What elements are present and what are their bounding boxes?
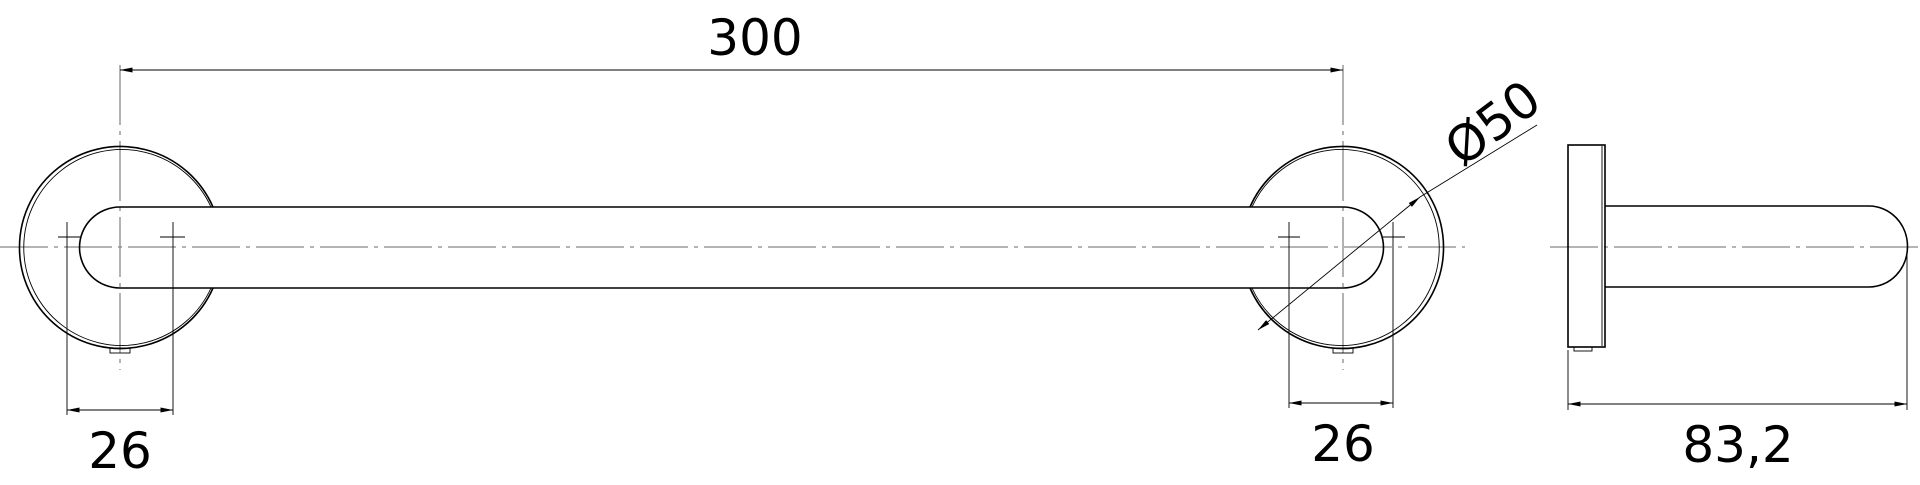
side-view [1567,144,1909,410]
bar-side [1605,205,1909,288]
length-dimension: 300 [707,9,802,67]
front-view [18,145,1445,415]
right-rosette [1249,145,1445,350]
right-hole-spacing-dimension: 26 [1311,415,1375,473]
diameter-dimension: Ø50 [1434,69,1551,177]
wall-plate [1567,144,1606,348]
left-hole-spacing-dimension: 26 [88,422,152,480]
dimension-lines [67,67,1907,413]
centerlines [0,65,1920,370]
left-rosette [18,145,214,350]
depth-dimension: 83,2 [1682,416,1793,474]
